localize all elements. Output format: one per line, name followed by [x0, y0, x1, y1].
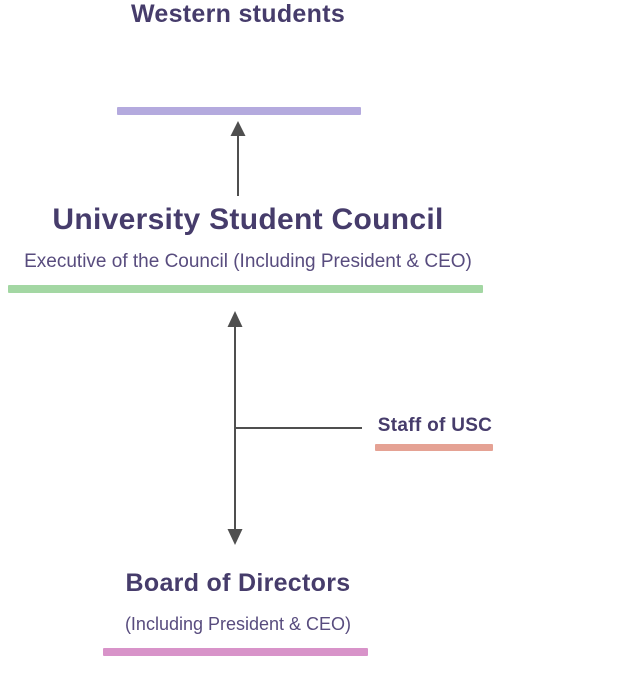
- board-of-directors-sublabel: (Including President & CEO): [124, 614, 352, 634]
- western-students-label: Western students: [130, 0, 346, 28]
- university-student-council-label: University Student Council: [52, 203, 444, 236]
- university-student-council-underline: [8, 285, 483, 293]
- arrow-usc-board-double-icon: [227, 311, 243, 545]
- staff-of-usc-label: Staff of USC: [377, 415, 493, 436]
- board-of-directors-underline: [103, 648, 368, 656]
- university-student-council-sublabel: Executive of the Council (Including Pres…: [24, 251, 472, 272]
- board-of-directors-label: Board of Directors: [125, 569, 351, 597]
- arrow-usc-to-western-icon: [230, 121, 246, 196]
- staff-of-usc-underline: [375, 444, 493, 451]
- western-students-underline: [117, 107, 361, 115]
